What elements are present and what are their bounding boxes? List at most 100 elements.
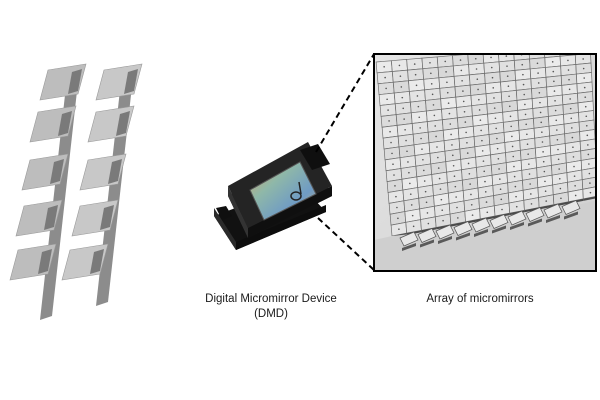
micromirror-via (556, 138, 559, 141)
micromirror-via (568, 78, 570, 81)
micromirror-via (486, 211, 489, 214)
micromirror-via (583, 86, 586, 89)
micromirror-via (537, 72, 539, 74)
micromirror-via (396, 206, 398, 209)
micromirror-via (467, 162, 470, 165)
micromirror-via (440, 198, 443, 201)
micromirror-via (557, 148, 559, 151)
mirror-hinge (492, 225, 506, 234)
micromirror-via (573, 175, 576, 177)
micromirror-via (397, 217, 399, 220)
micromirror-via (398, 228, 400, 230)
micromirror-via (555, 119, 558, 122)
micromirror-via (434, 125, 437, 127)
lattice-joint (90, 249, 104, 274)
micromirror-via (569, 98, 571, 100)
micromirror-via (405, 139, 407, 142)
micromirror-via (573, 165, 575, 168)
micromirror-via (383, 65, 385, 68)
mirror-hinge (420, 239, 434, 248)
micromirror-edge (539, 204, 554, 210)
micromirror-via (554, 109, 557, 112)
micromirror-via (508, 95, 510, 98)
zoom-connector-lines (315, 53, 375, 271)
micromirror-via (435, 135, 437, 138)
micromirror-via (539, 101, 541, 104)
micromirror-via (524, 103, 526, 106)
micromirror-via (416, 95, 419, 97)
micromirror-via (530, 203, 533, 205)
micromirror-via (441, 209, 444, 211)
micromirror-via (513, 165, 515, 168)
micromirror-via (492, 87, 495, 89)
micromirror-via (496, 137, 498, 140)
micromirror-via (484, 191, 487, 193)
micromirror-via (427, 222, 430, 225)
micromirror-via (586, 134, 589, 137)
micromirror-via (483, 170, 486, 173)
micromirror-via (544, 190, 547, 193)
micromirror-edge (524, 207, 540, 213)
micromirror-via (523, 93, 526, 96)
micromirror-via (437, 156, 439, 159)
micromirror-via (395, 195, 397, 198)
micromirror-via (537, 82, 540, 84)
micromirror-via (415, 84, 418, 87)
micromirror-via (525, 123, 528, 126)
micromirror-via (408, 171, 410, 174)
mirror-hinge (510, 222, 524, 230)
micromirror-via (446, 81, 448, 84)
lattice-joint (68, 69, 82, 94)
micromirror-via (479, 119, 482, 121)
micromirror-via (384, 76, 386, 79)
micromirror-via (583, 77, 586, 79)
micromirror-via (478, 98, 480, 101)
micromirror-via (470, 203, 473, 206)
micromirror-via (505, 55, 508, 57)
micromirror-via (495, 127, 497, 130)
micromirror-via (470, 193, 472, 196)
micromirror-via (574, 185, 576, 187)
micromirror-via (480, 129, 482, 132)
mirror-hinge (528, 218, 542, 227)
micromirror-via (451, 144, 453, 146)
micromirror-via (430, 72, 432, 75)
micromirror-via (430, 83, 433, 85)
micromirror-via (574, 194, 577, 197)
micromirror-via (433, 114, 436, 117)
micromirror-via (582, 49, 584, 51)
lattice-joint (44, 205, 58, 230)
micromirror-via (452, 164, 455, 167)
micromirror-via (582, 67, 585, 70)
micromirror-via (536, 62, 539, 65)
micromirror-via (545, 200, 548, 202)
micromirror-via (551, 51, 553, 53)
micromirror-via (481, 150, 484, 152)
tilted-micromirror (507, 210, 527, 226)
micromirror-via (493, 107, 496, 109)
micromirror-via (515, 205, 518, 208)
micromirror-via (387, 109, 389, 111)
tilted-micromirror (489, 214, 509, 229)
micromirror-via (500, 198, 503, 201)
micromirror-via (409, 182, 411, 185)
micromirror-via (466, 141, 468, 144)
micromirror-via (411, 214, 414, 217)
micromirror-via (456, 206, 458, 209)
micromirror-via (476, 78, 479, 81)
micromirror-via (494, 117, 497, 120)
micromirror-via (455, 196, 457, 198)
micromirror-via (529, 183, 531, 185)
micromirror-via (567, 59, 569, 62)
micromirror-via (553, 80, 555, 83)
micromirror-via (404, 128, 406, 131)
micromirror-via (389, 130, 391, 133)
micromirror-via (447, 102, 450, 104)
micromirror-via (552, 70, 555, 73)
micromirror-via (587, 144, 589, 146)
lattice-joint (50, 159, 64, 184)
micromirror-via (385, 87, 387, 90)
micromirror-via (406, 150, 408, 153)
micromirror-via (541, 131, 543, 133)
